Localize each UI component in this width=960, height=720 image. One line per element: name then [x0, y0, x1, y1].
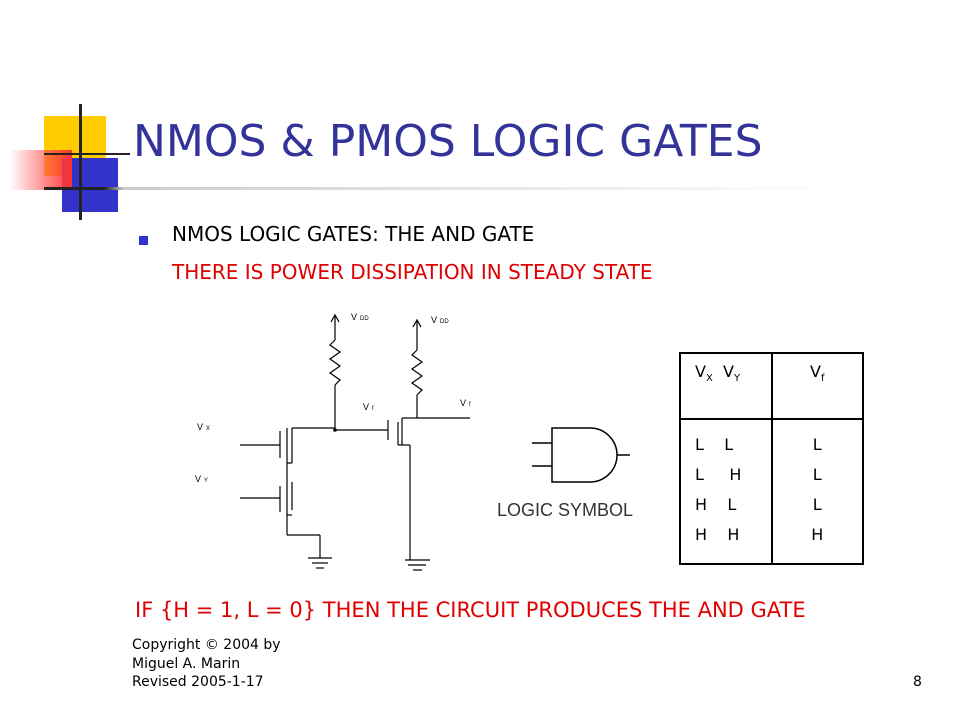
bullet-text: NMOS LOGIC GATES: THE AND GATE	[172, 222, 535, 246]
svg-text:Vf: Vf	[460, 398, 471, 408]
header-inputs: VX VY	[679, 352, 773, 420]
vx-sub: X	[206, 426, 210, 432]
output-column: L L L H	[770, 418, 864, 565]
vy-sub: Y	[204, 478, 208, 484]
copyright-block: Copyright © 2004 by Miguel A. Marin Revi…	[132, 636, 281, 692]
logic-symbol-caption: LOGIC SYMBOL	[497, 500, 634, 520]
vf2-label: V	[460, 398, 466, 408]
inputs-column: L L L H H L H H	[679, 418, 773, 565]
vdd-right-sub: DD	[440, 319, 449, 325]
decor-short-line	[44, 153, 130, 155]
svg-text:VDD: VDD	[351, 312, 369, 322]
revision-line: Revised 2005-1-17	[132, 674, 264, 690]
svg-text:Vf: Vf	[363, 402, 374, 412]
slide-title: NMOS & PMOS LOGIC GATES	[133, 116, 763, 167]
copyright-line: Copyright © 2004 by	[132, 637, 281, 653]
page-number: 8	[913, 674, 922, 690]
vdd-left-sub: DD	[360, 316, 369, 322]
bullet-subtext: THERE IS POWER DISSIPATION IN STEADY STA…	[172, 260, 653, 284]
vdd-right-label: V	[431, 315, 437, 325]
vf2-sub: f	[469, 402, 471, 408]
bullet-marker	[139, 236, 148, 245]
vf1-label: V	[363, 402, 369, 412]
vy-label: V	[195, 474, 201, 484]
svg-text:VX: VX	[197, 422, 210, 432]
svg-text:VDD: VDD	[431, 315, 449, 325]
and-gate-symbol	[532, 427, 630, 483]
truth-table: VX VY Vf L L L H H L H H L L L H	[679, 352, 864, 565]
svg-text:VY: VY	[195, 474, 208, 484]
vdd-left-label: V	[351, 312, 357, 322]
vf1-sub: f	[372, 406, 374, 412]
decor-vertical-line	[79, 104, 82, 220]
conclusion-text: IF {H = 1, L = 0} THEN THE CIRCUIT PRODU…	[135, 598, 806, 622]
header-output: Vf	[770, 352, 864, 420]
vx-label: V	[197, 422, 203, 432]
decor-red-square	[10, 150, 72, 190]
author-line: Miguel A. Marin	[132, 655, 241, 672]
title-underline	[44, 187, 844, 190]
